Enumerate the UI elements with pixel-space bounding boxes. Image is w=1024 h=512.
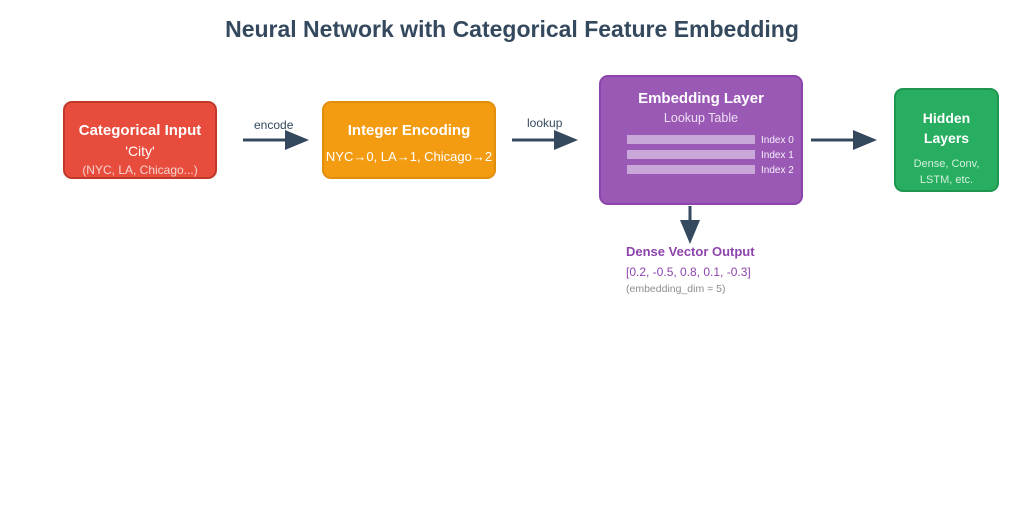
lookup-row-index: Index 1 xyxy=(761,150,794,161)
hidden-layers-title-line: Layers xyxy=(923,130,970,146)
hidden-layers-title: Hidden Layers xyxy=(896,108,997,148)
lookup-row-index: Index 2 xyxy=(761,165,794,176)
embedding-layer-subtitle: Lookup Table xyxy=(663,111,739,125)
lookup-row-bar xyxy=(627,165,755,174)
arrow-lookup xyxy=(512,130,578,150)
embedding-dim-note: (embedding_dim = 5) xyxy=(626,283,726,295)
integer-encoding-node: Integer Encoding NYC→0, LA→1, Chicago→2 xyxy=(322,101,496,179)
hidden-layers-title-line: Hidden xyxy=(922,110,971,126)
embedding-layer-node: Embedding Layer Lookup Table Index 0 Ind… xyxy=(599,75,803,205)
lookup-row-index: Index 0 xyxy=(761,135,794,146)
embedding-layer-title: Embedding Layer xyxy=(638,90,764,107)
lookup-row-bar xyxy=(627,135,755,144)
dense-vector-output-title: Dense Vector Output xyxy=(626,244,755,259)
categorical-input-title: Categorical Input xyxy=(78,122,202,139)
dense-vector-values: [0.2, -0.5, 0.8, 0.1, -0.3] xyxy=(626,265,751,279)
arrow-encode xyxy=(243,130,309,150)
categorical-input-node: Categorical Input 'City' (NYC, LA, Chica… xyxy=(63,101,217,179)
hidden-layers-node: Hidden Layers Dense, Conv, LSTM, etc. xyxy=(894,88,999,192)
lookup-row-bar xyxy=(627,150,755,159)
edge-label-lookup: lookup xyxy=(527,116,563,130)
diagram-title: Neural Network with Categorical Feature … xyxy=(225,16,799,42)
hidden-layers-types-line: Dense, Conv, xyxy=(913,158,980,170)
categorical-input-feature: 'City' xyxy=(125,143,155,159)
hidden-layers-types: Dense, Conv, LSTM, etc. xyxy=(896,156,997,188)
edge-label-encode: encode xyxy=(254,118,294,132)
arrow-to-output xyxy=(680,206,700,244)
integer-encoding-title: Integer Encoding xyxy=(347,122,471,139)
integer-encoding-mapping: NYC→0, LA→1, Chicago→2 xyxy=(325,149,493,164)
hidden-layers-types-line: LSTM, etc. xyxy=(919,174,974,186)
arrow-to-hidden xyxy=(811,130,877,150)
categorical-input-examples: (NYC, LA, Chicago...) xyxy=(82,163,198,177)
